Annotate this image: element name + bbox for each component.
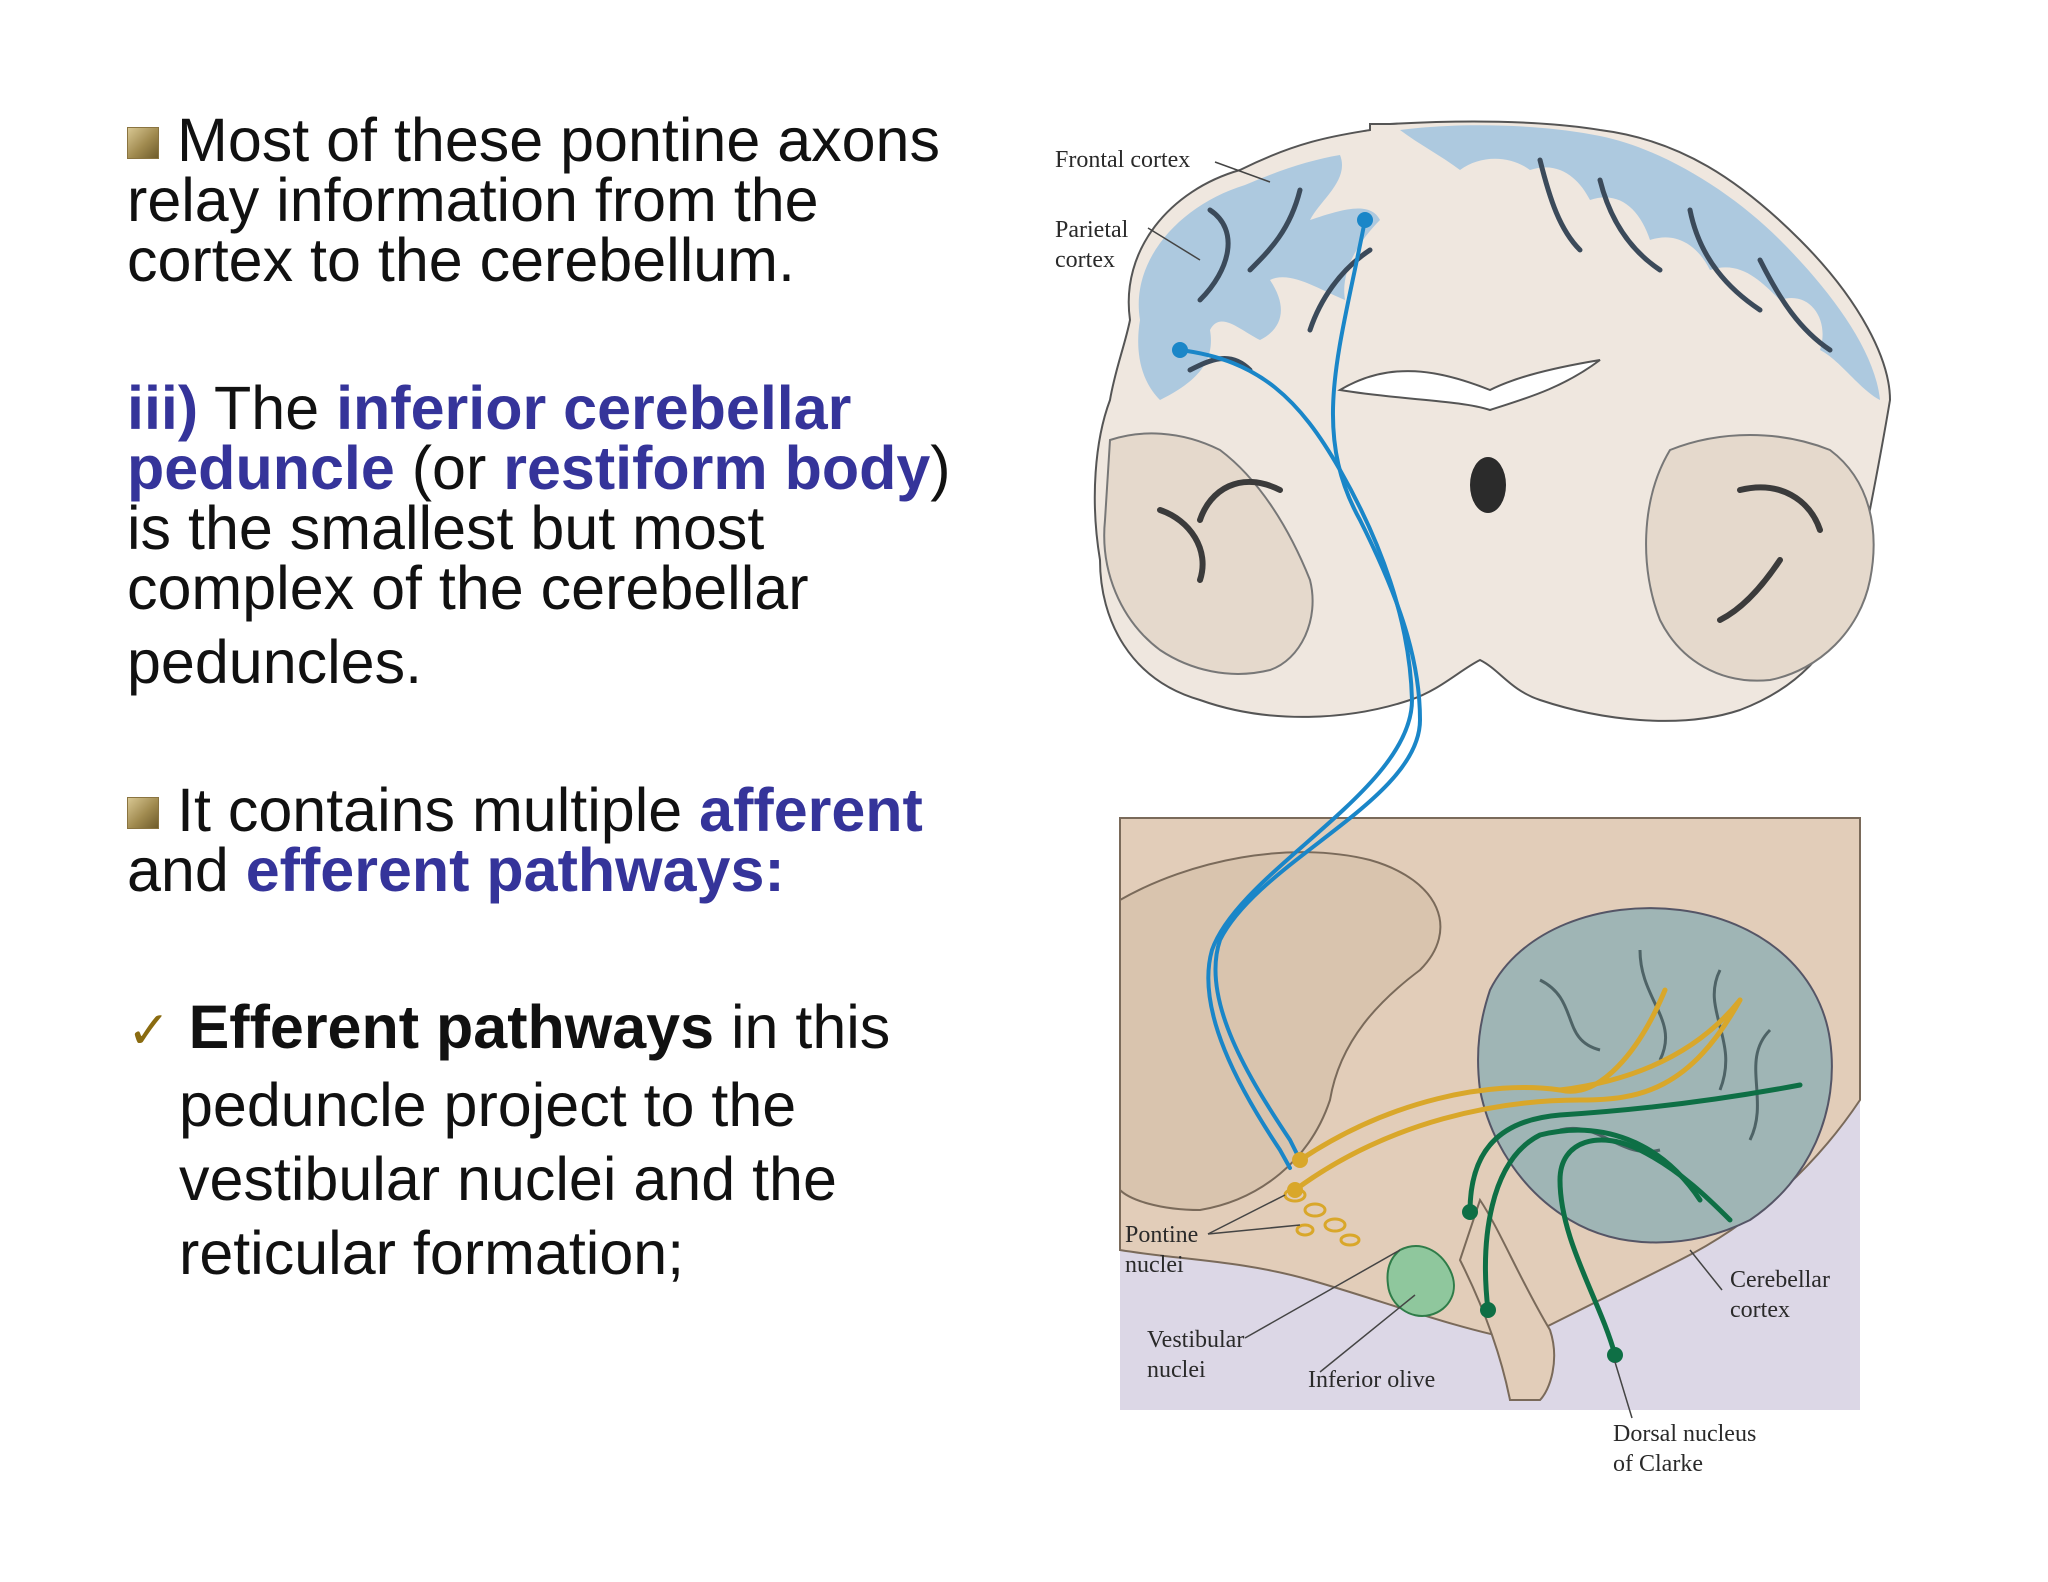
parietal-corticopontine-fiber <box>1178 348 1415 1170</box>
term-efferent-pathways-bold: Efferent pathways <box>188 993 714 1061</box>
right-sulci <box>1537 157 1833 353</box>
spinocerebellar-fiber-2 <box>1557 1137 1733 1358</box>
text-fragment: peduncles. <box>127 628 423 696</box>
right-temporal-lobe <box>1645 434 1875 682</box>
paragraph-inferior-peduncle: iii) The inferior cerebellar peduncle (o… <box>127 378 987 696</box>
section-number: iii) <box>127 374 199 442</box>
pathways <box>1172 212 1803 1363</box>
label-of-clarke: of Clarke <box>1613 1451 1703 1477</box>
leader-lines <box>1147 161 1723 1419</box>
label-inferior-olive: Inferior olive <box>1308 1367 1435 1393</box>
label-vestibular: Vestibular <box>1147 1327 1244 1353</box>
square-bullet-icon <box>127 127 159 159</box>
left-sulci <box>1187 187 1373 373</box>
third-ventricle <box>1470 457 1506 513</box>
term-efferent-pathways: efferent pathways: <box>245 836 785 904</box>
sagittal-brainstem-cerebellum <box>1119 817 1861 1410</box>
text-fragment: in this <box>714 993 891 1061</box>
label-parietal-cortex: cortex <box>1055 247 1115 273</box>
label-pontine-nuclei: nuclei <box>1125 1252 1184 1278</box>
term-afferent: afferent <box>699 776 923 844</box>
label-frontal-cortex: Frontal cortex <box>1055 147 1190 173</box>
temporal-sulci <box>1157 478 1823 623</box>
checkmark-icon: ✓ <box>127 1001 171 1061</box>
spinocerebellar-fiber-1 <box>1483 1127 1703 1313</box>
text-fragment: The <box>198 374 337 442</box>
coronal-brain-section <box>1093 120 1892 722</box>
label-cerebellar: Cerebellar <box>1730 1267 1830 1293</box>
right-cortex-gray-matter <box>1400 125 1880 400</box>
left-temporal-lobe <box>1103 432 1314 675</box>
paragraph-pathways: It contains multiple afferent and effere… <box>127 780 987 901</box>
pontocerebellar-fiber-1 <box>1297 987 1743 1163</box>
text-fragment: vestibular nuclei and the <box>179 1145 837 1213</box>
label-parietal: Parietal <box>1055 217 1129 243</box>
olive-neuron-soma <box>1462 1204 1478 1220</box>
paragraph-pontine-axons: Most of these pontine axons relay inform… <box>127 110 987 291</box>
term-inferior-cerebellar-peduncle: inferior cerebellar peduncle <box>127 374 852 502</box>
olivocerebellar-fiber <box>1467 1082 1803 1215</box>
text-fragment: ) is the smallest but most complex of th… <box>127 434 951 622</box>
inferior-olive-shape <box>1386 1245 1455 1317</box>
pontine-axons-text: Most of these pontine axons relay inform… <box>127 106 940 294</box>
pontine-neuron-soma-1 <box>1292 1152 1308 1168</box>
term-restiform-body: restiform body <box>503 434 931 502</box>
pontocerebellar-fiber-2 <box>1292 997 1743 1193</box>
label-dorsal-nucleus: Dorsal nucleus <box>1613 1421 1756 1447</box>
lateral-ventricles <box>1337 359 1601 412</box>
frontal-neuron-soma <box>1357 212 1373 228</box>
text-fragment: It contains multiple <box>177 776 700 844</box>
parietal-neuron-soma <box>1172 342 1188 358</box>
label-cerebellar-cortex: cortex <box>1730 1297 1790 1323</box>
pontine-neuron-soma-2 <box>1287 1182 1303 1198</box>
text-fragment: and <box>127 836 246 904</box>
label-vestibular-nuclei: nuclei <box>1147 1357 1206 1383</box>
text-fragment: reticular formation; <box>179 1219 685 1287</box>
text-fragment: peduncle project to the <box>179 1071 797 1139</box>
frontal-corticopontine-fiber <box>1213 218 1423 1162</box>
paragraph-efferent: ✓ Efferent pathways in this peduncle proj… <box>127 990 987 1290</box>
text-fragment: (or <box>394 434 504 502</box>
vestibular-neuron-soma <box>1480 1302 1496 1318</box>
clarke-neuron-soma <box>1607 1347 1623 1363</box>
cortico-ponto-cerebellar-figure: Frontal cortex Parietal cortex Pontine n… <box>1055 120 1892 1477</box>
label-pontine: Pontine <box>1125 1222 1198 1248</box>
left-cortex-gray-matter <box>1138 155 1380 400</box>
square-bullet-icon <box>127 797 159 829</box>
